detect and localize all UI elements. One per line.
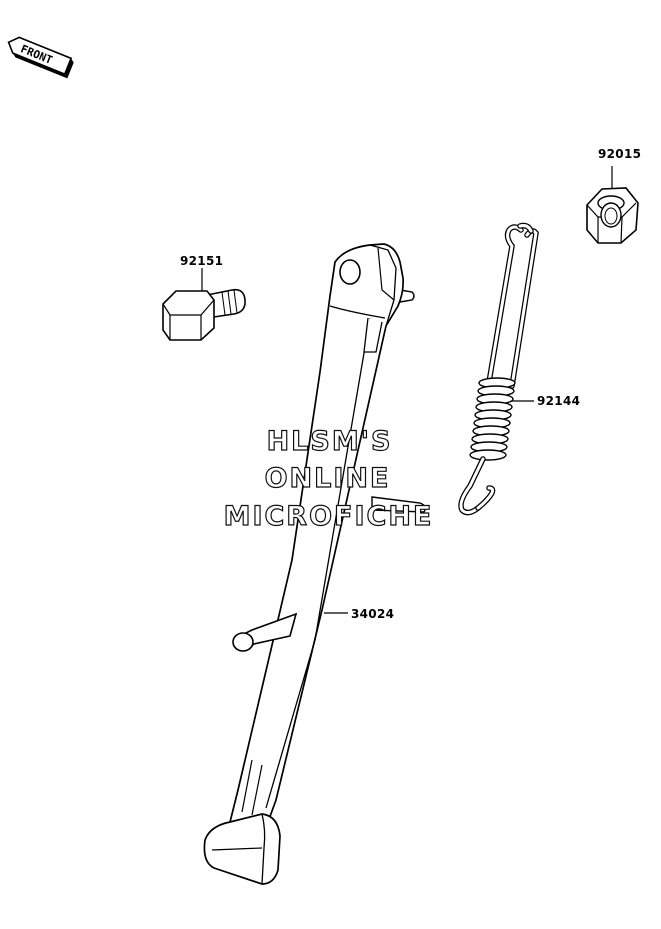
spring-icon: [458, 222, 539, 516]
part-number-92015: 92015: [598, 147, 641, 161]
part-number-92151: 92151: [180, 254, 223, 268]
watermark-line-2: ONLINE: [264, 463, 391, 494]
part-number-92144: 92144: [537, 394, 580, 408]
watermark-line-1: HLSM'S: [266, 426, 393, 457]
bolt-icon: [162, 288, 246, 341]
side-stand-icon: [203, 243, 427, 885]
watermark-line-3: MICROFICHE: [223, 501, 434, 532]
part-number-34024: 34024: [351, 607, 394, 621]
nut-icon: [586, 187, 639, 244]
front-arrow-icon: FRONT: [7, 36, 74, 79]
